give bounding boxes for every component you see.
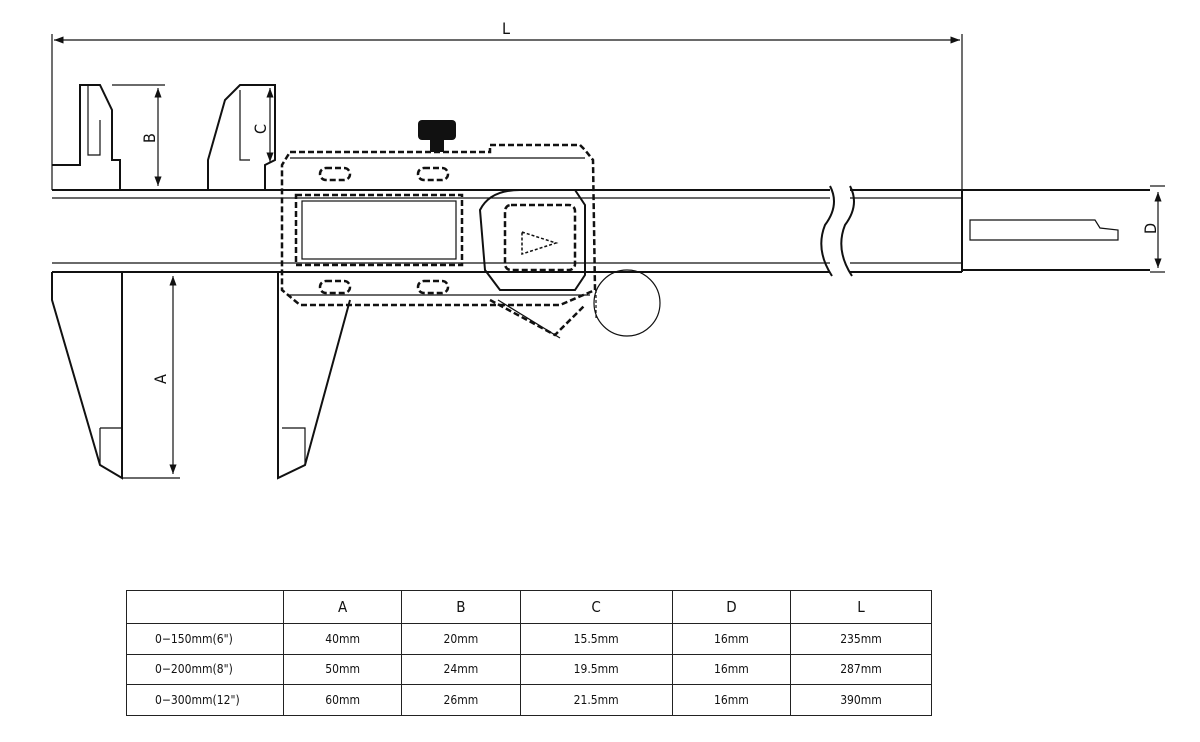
table-cell: 20mm bbox=[401, 623, 521, 655]
fixed-lower-jaw: A bbox=[51, 271, 180, 480]
table-row: 0−200mm(8") 50mm 24mm 19.5mm 16mm 287mm bbox=[126, 653, 932, 686]
fixed-upper-jaw: B bbox=[52, 84, 165, 190]
table-cell: 16mm bbox=[671, 684, 792, 716]
table-row: 0−300mm(12") 60mm 26mm 21.5mm 16mm 390mm bbox=[126, 684, 932, 716]
table-cell: 19.5mm bbox=[519, 653, 673, 686]
table-cell: 40mm bbox=[282, 623, 403, 655]
table-cell: 235mm bbox=[790, 623, 932, 655]
locking-screw bbox=[418, 120, 456, 152]
table-row: 0−150mm(6") 40mm 20mm 15.5mm 16mm 235mm bbox=[126, 623, 932, 655]
table-header: L bbox=[790, 590, 932, 624]
dimension-L: L bbox=[51, 19, 963, 190]
table-header: C bbox=[519, 590, 673, 624]
depth-rod: D bbox=[962, 185, 1165, 273]
table-cell: 287mm bbox=[790, 653, 932, 686]
table-header-row: A B C D L bbox=[126, 590, 932, 624]
table-cell: 16mm bbox=[671, 653, 792, 686]
table-cell: 0−300mm(12") bbox=[126, 684, 284, 716]
main-beam bbox=[52, 185, 963, 277]
table-cell: 26mm bbox=[401, 684, 521, 716]
detail-circle bbox=[593, 269, 661, 337]
label-C: C bbox=[251, 124, 270, 134]
table-cell: 16mm bbox=[671, 623, 792, 655]
label-L: L bbox=[502, 19, 510, 38]
dimension-table: A B C D L 0−150mm(6") 40mm 20mm 15.5mm 1… bbox=[126, 590, 932, 716]
label-D: D bbox=[1141, 223, 1160, 234]
table-cell: 60mm bbox=[282, 684, 403, 716]
slider-body bbox=[280, 143, 597, 339]
sliding-lower-jaw bbox=[277, 272, 351, 480]
table-cell: 0−200mm(8") bbox=[126, 653, 284, 686]
sliding-upper-jaw: C bbox=[207, 84, 276, 190]
label-A: A bbox=[151, 374, 170, 384]
table-cell: 50mm bbox=[282, 653, 403, 686]
table-header: A bbox=[282, 590, 403, 624]
table-cell: 390mm bbox=[790, 684, 932, 716]
table-header: D bbox=[671, 590, 792, 624]
caliper-drawing: L D B C A bbox=[51, 19, 1165, 480]
table-cell: 15.5mm bbox=[519, 623, 673, 655]
table-cell: 0−150mm(6") bbox=[126, 623, 284, 655]
table-header: B bbox=[401, 590, 521, 624]
table-cell: 24mm bbox=[401, 653, 521, 686]
label-B: B bbox=[140, 133, 159, 143]
table-cell: 21.5mm bbox=[519, 684, 673, 716]
table-header bbox=[126, 590, 284, 624]
